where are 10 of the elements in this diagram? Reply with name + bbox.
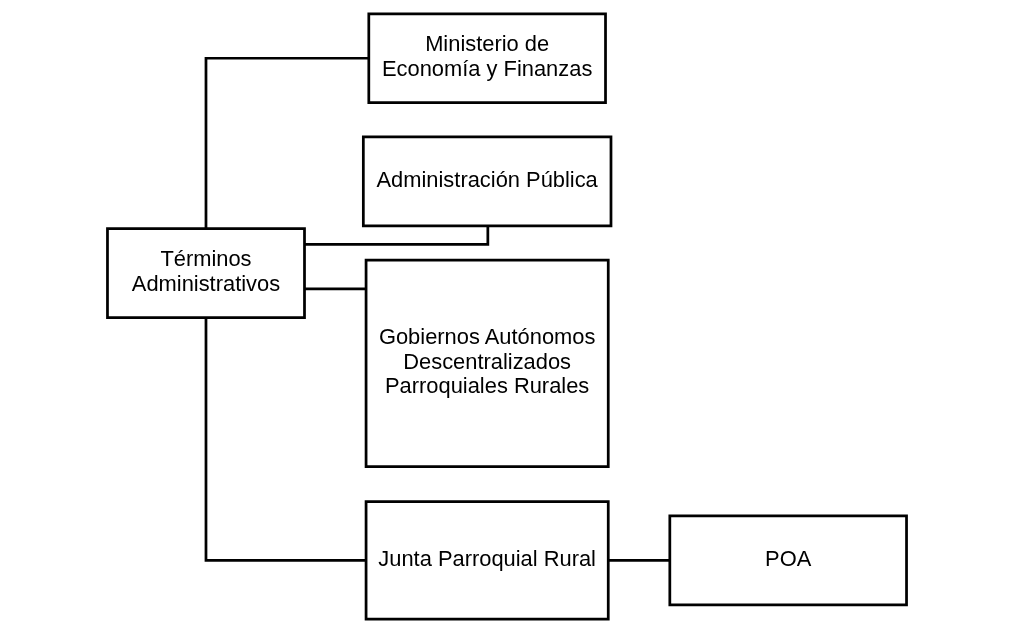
node-box: Gobiernos Autónomos Descentralizados Parroquiales Rurales: [364, 258, 610, 469]
node-box: Junta Parroquial Rural: [364, 500, 610, 621]
node-box: POA: [668, 514, 908, 607]
node-box: Términos Administrativos: [106, 227, 306, 319]
connector: [204, 317, 366, 562]
connector: [204, 56, 369, 229]
connector: [608, 559, 670, 562]
connector: [304, 287, 366, 291]
node-box: Ministerio de Economía y Finanzas: [367, 12, 607, 105]
node-box: Administración Pública: [361, 135, 613, 228]
